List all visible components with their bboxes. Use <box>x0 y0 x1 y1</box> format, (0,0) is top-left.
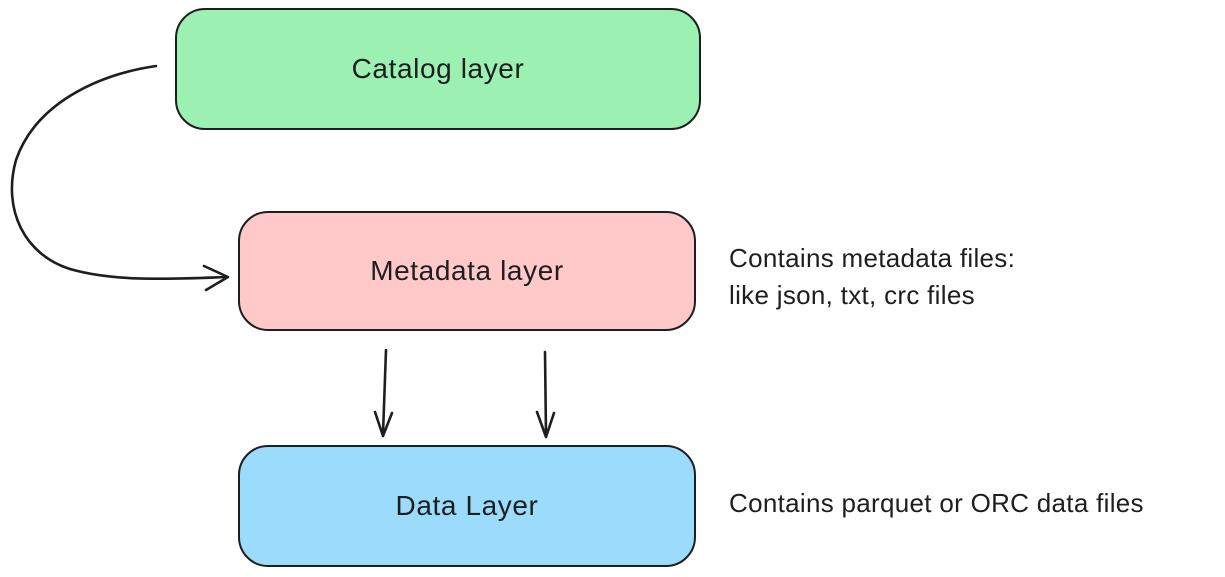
arrowhead-right-icon <box>202 264 230 292</box>
catalog-layer-node: Catalog layer <box>175 8 701 130</box>
arrowhead-down-icon <box>535 410 556 439</box>
metadata-layer-node: Metadata layer <box>238 211 696 331</box>
annotation-line: like json, txt, crc files <box>729 280 975 310</box>
metadata-layer-label: Metadata layer <box>370 255 564 286</box>
metadata-layer-annotation: Contains metadata files: like json, txt,… <box>729 240 1015 314</box>
arrow-shaft <box>543 350 548 437</box>
data-layer-annotation: Contains parquet or ORC data files <box>729 485 1144 522</box>
arrow-shaft <box>381 348 388 436</box>
annotation-line: Contains parquet or ORC data files <box>729 488 1144 518</box>
arrow-metadata-to-data-left <box>373 348 394 438</box>
data-layer-label: Data Layer <box>395 490 539 521</box>
arrow-metadata-to-data-right <box>535 350 556 439</box>
data-layer-node: Data Layer <box>238 445 696 567</box>
arrowhead-down-icon <box>373 410 394 438</box>
annotation-line: Contains metadata files: <box>729 243 1016 273</box>
catalog-layer-label: Catalog layer <box>351 53 525 84</box>
